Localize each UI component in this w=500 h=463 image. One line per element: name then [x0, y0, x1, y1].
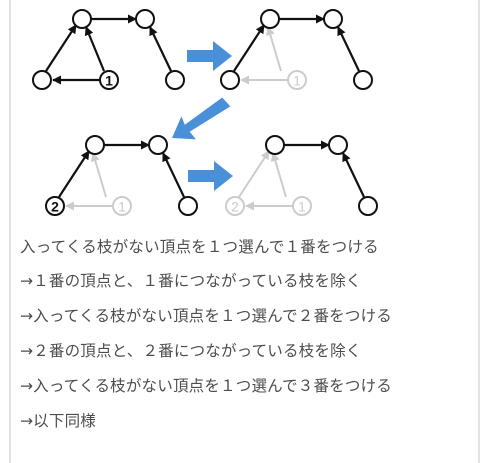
step-6-text: →以下同様 — [20, 412, 96, 430]
node-b — [135, 9, 155, 29]
node-label-1-faded: 1 — [298, 199, 306, 215]
graph-2-removed-node-1: 1 — [220, 9, 373, 90]
arrow-right-icon — [187, 41, 232, 71]
node-c — [32, 70, 52, 90]
edge-d-a — [84, 26, 106, 72]
step-5-text: →入ってくる枝がない頂点を１つ選んで３番をつける — [20, 377, 392, 395]
node-label-2: 2 — [51, 199, 59, 215]
right-border-line — [478, 0, 480, 463]
node-label-1: 1 — [105, 73, 113, 89]
left-border-line — [9, 0, 11, 463]
arrow-down-left-icon — [172, 97, 231, 140]
graph-4-removed-node-2: 1 2 — [225, 135, 378, 216]
node-c-numbered — [45, 196, 65, 216]
graph-3-numbered-node-2: 1 2 — [45, 135, 198, 216]
node-d-faded — [287, 70, 307, 90]
edge-c-a — [45, 24, 77, 72]
node-a — [72, 9, 92, 29]
graph-1-initial: 1 — [32, 9, 185, 90]
step-2-text: →１番の頂点と、１番につながっている枝を除く — [20, 272, 362, 290]
node-label-1-faded: 1 — [293, 73, 301, 89]
step-4-text: →２番の頂点と、２番につながっている枝を除く — [20, 342, 362, 360]
edge-e-b — [149, 26, 172, 72]
node-d-numbered — [99, 70, 119, 90]
node-label-1-faded: 1 — [118, 199, 126, 215]
step-3-text: →入ってくる枝がない頂点を１つ選んで２番をつける — [20, 307, 392, 325]
node-e — [165, 70, 185, 90]
node-label-2-faded: 2 — [231, 199, 239, 215]
topological-sort-diagram: 1 1 1 2 — [32, 9, 378, 216]
arrow-right-icon — [188, 161, 233, 191]
step-1-text: 入ってくる枝がない頂点を１つ選んで１番をつける — [20, 238, 379, 256]
